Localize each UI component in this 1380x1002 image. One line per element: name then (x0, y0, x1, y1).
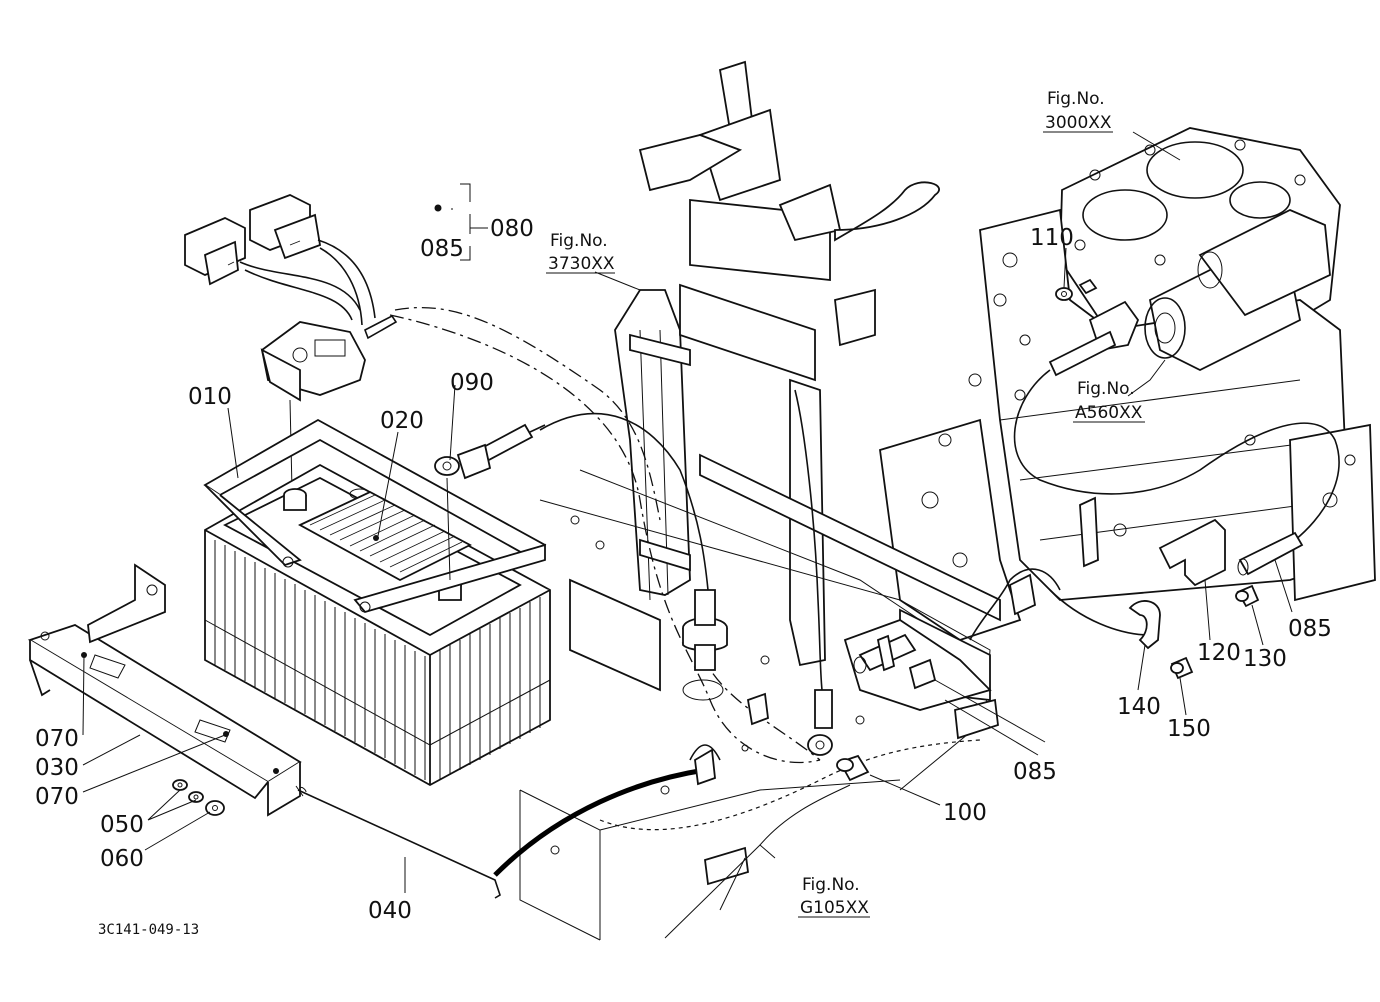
drawing-id: 3C141-049-13 (98, 922, 199, 938)
battery-cable-090-drawing (434, 423, 546, 581)
svg-text:G105XX: G105XX (800, 898, 869, 918)
label-090: 090 (450, 370, 494, 396)
label-085-harness: 085 (420, 236, 464, 262)
figure-references: Fig.No. 3000XX Fig.No. 3730XX Fig.No. A5… (546, 89, 1145, 918)
label-070-lower: 070 (35, 784, 79, 810)
svg-text:Fig.No.: Fig.No. (550, 231, 608, 251)
svg-text:3000XX: 3000XX (1045, 113, 1112, 133)
svg-text:Fig.No.: Fig.No. (802, 875, 860, 895)
svg-text:Fig.No.: Fig.No. (1047, 89, 1105, 109)
label-110: 110 (1030, 225, 1074, 251)
cable-clamp-085-drawing (853, 633, 937, 690)
label-150: 150 (1167, 716, 1211, 742)
label-100: 100 (943, 800, 987, 826)
label-140: 140 (1117, 694, 1161, 720)
label-070-upper: 070 (35, 726, 79, 752)
svg-text:A560XX: A560XX (1075, 403, 1143, 423)
svg-text:3730XX: 3730XX (548, 254, 615, 274)
label-060: 060 (100, 846, 144, 872)
label-130: 130 (1243, 646, 1287, 672)
part-labels: 010 020 030 040 050 060 070 070 080 085 … (35, 216, 1332, 924)
fig-ref-3000xx: Fig.No. 3000XX (1043, 89, 1113, 133)
fig-ref-g105xx: Fig.No. G105XX (798, 875, 870, 918)
label-120: 120 (1197, 640, 1241, 666)
label-040: 040 (368, 898, 412, 924)
engine-block-drawing (879, 127, 1376, 641)
svg-text:Fig.No.: Fig.No. (1077, 379, 1135, 399)
fig-ref-3730xx: Fig.No. 3730XX (546, 231, 615, 274)
fig-ref-a560xx: Fig.No. A560XX (1073, 379, 1145, 423)
label-085-right: 085 (1288, 616, 1332, 642)
frame-bracket-drawing (519, 60, 1001, 941)
label-030: 030 (35, 755, 79, 781)
wire-harness-080-drawing (184, 183, 488, 491)
washers-050-060-drawing (172, 779, 225, 816)
label-085-center: 085 (1013, 759, 1057, 785)
engine-side-small-parts (1008, 278, 1304, 680)
hold-down-rod-040-drawing (295, 785, 501, 899)
battery-drawing (203, 418, 551, 787)
leader-lines (82, 131, 1293, 939)
ground-terminal-drawing (682, 589, 870, 782)
battery-tray-030-drawing (27, 563, 302, 817)
label-080: 080 (490, 216, 534, 242)
label-050: 050 (100, 812, 144, 838)
label-020: 020 (380, 408, 424, 434)
label-010: 010 (188, 384, 232, 410)
